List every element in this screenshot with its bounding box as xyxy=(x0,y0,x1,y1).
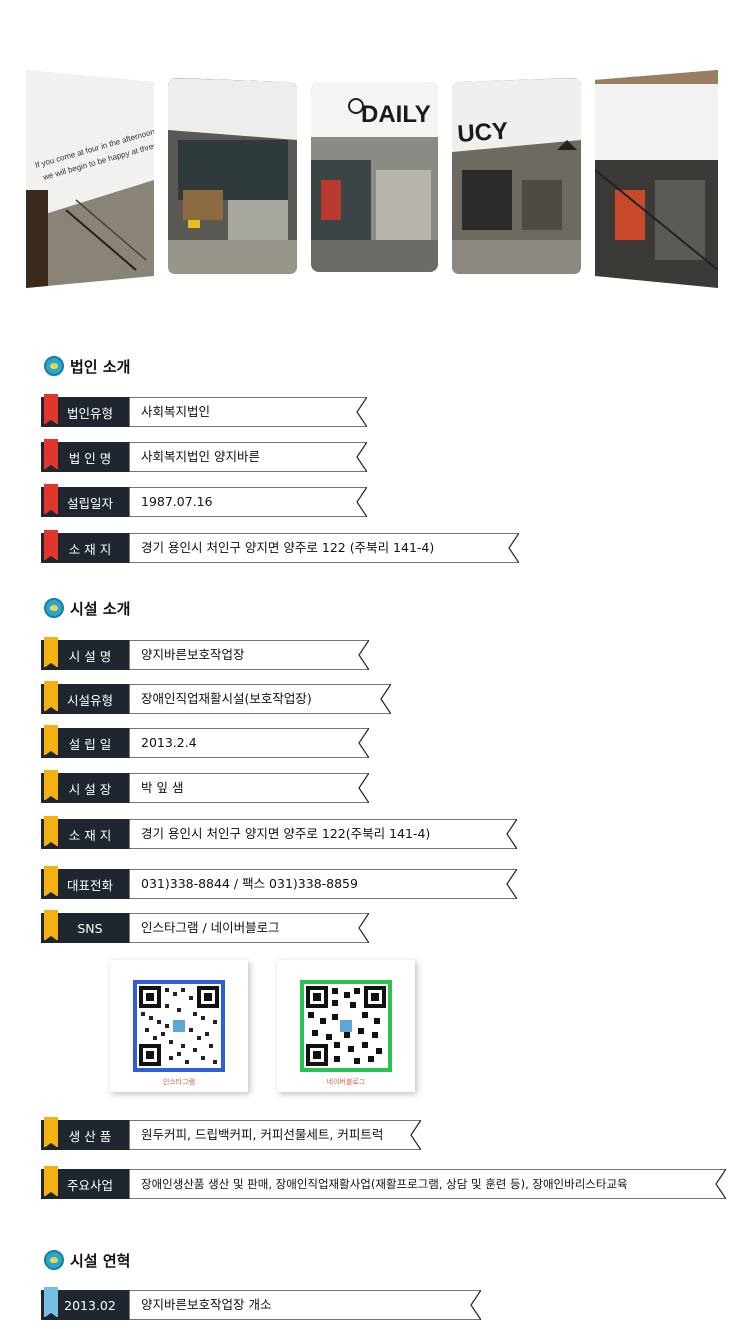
history-section-title: 시설 연혁 xyxy=(44,1248,130,1272)
naver-blog-qr-card[interactable]: 네이버블로그 xyxy=(277,960,415,1092)
red-bookmark-icon xyxy=(44,530,58,561)
row-value: 031)338-8844 / 팩스 031)338-8859 xyxy=(141,876,358,891)
row-value: 인스타그램 / 네이버블로그 xyxy=(141,920,280,935)
yellow-bookmark-icon xyxy=(44,725,58,756)
corp-section-title: 법인 소개 xyxy=(44,354,130,378)
photo-cafe-sign-right: UCY xyxy=(452,70,581,288)
facility-title-text: 시설 소개 xyxy=(70,599,131,618)
photo-stairs xyxy=(595,70,718,288)
instagram-qr-card[interactable]: 인스타그램 xyxy=(110,960,248,1092)
row-value: 박 잎 샘 xyxy=(141,780,184,795)
corp-title-text: 법인 소개 xyxy=(70,357,131,376)
yellow-bookmark-icon xyxy=(44,816,58,847)
naver-blog-qr-caption: 네이버블로그 xyxy=(326,1078,366,1086)
row-value: 2013.2.4 xyxy=(141,735,197,750)
yellow-bookmark-icon xyxy=(44,770,58,801)
svg-text:DAILY: DAILY xyxy=(361,101,431,128)
photo-kitchen xyxy=(168,70,297,288)
blue-bookmark-icon xyxy=(44,1287,58,1318)
row-value: 장애인직업재활시설(보호작업장) xyxy=(141,691,312,706)
row-value: 사회복지법인 양지바른 xyxy=(141,449,260,464)
photo-cafe-sign: DAILY xyxy=(311,70,438,288)
history-title-text: 시설 연혁 xyxy=(70,1251,131,1270)
row-value: 장애인생산품 생산 및 판매, 장애인직업재활사업(재활프로그램, 상담 및 훈… xyxy=(141,1177,628,1191)
row-value: 사회복지법인 xyxy=(141,404,211,419)
row-value: 1987.07.16 xyxy=(141,494,213,509)
instagram-qr-caption: 인스타그램 xyxy=(162,1078,196,1086)
yellow-bookmark-icon xyxy=(44,866,58,897)
red-bookmark-icon xyxy=(44,439,58,470)
daily-lucy-logo-icon xyxy=(44,356,64,376)
yellow-bookmark-icon xyxy=(44,681,58,712)
yellow-bookmark-icon xyxy=(44,637,58,668)
row-value: 양지바른보호작업장 개소 xyxy=(141,1297,272,1312)
row-value: 원두커피, 드립백커피, 커피선물세트, 커피트럭 xyxy=(141,1127,384,1142)
yellow-bookmark-icon xyxy=(44,910,58,941)
row-value: 경기 용인시 처인구 양지면 양주로 122 (주북리 141-4) xyxy=(141,540,435,555)
daily-lucy-logo-icon xyxy=(44,1250,64,1270)
naver-blog-qr-code-icon[interactable] xyxy=(300,980,392,1072)
yellow-bookmark-icon xyxy=(44,1166,58,1197)
instagram-qr-code-icon[interactable] xyxy=(133,980,225,1072)
facility-section-title: 시설 소개 xyxy=(44,596,130,620)
photo-left-mural: If you come at four in the afternoon, we… xyxy=(26,70,154,288)
svg-text:UCY: UCY xyxy=(457,118,509,148)
yellow-bookmark-icon xyxy=(44,1117,58,1148)
row-value: 경기 용인시 처인구 양지면 양주로 122(주북리 141-4) xyxy=(141,826,431,841)
red-bookmark-icon xyxy=(44,484,58,515)
daily-lucy-logo-icon xyxy=(44,598,64,618)
red-bookmark-icon xyxy=(44,394,58,425)
row-value: 양지바른보호작업장 xyxy=(141,647,245,662)
